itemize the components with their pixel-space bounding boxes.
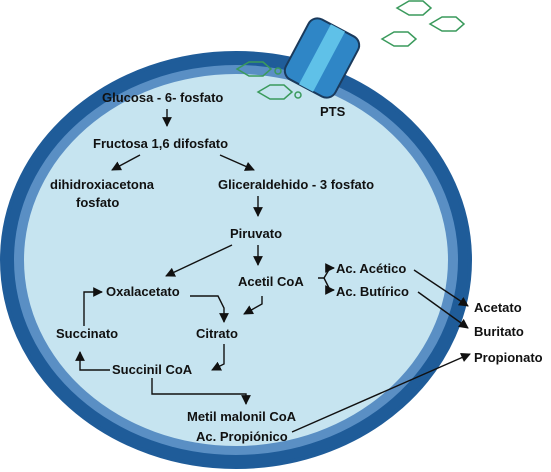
glucose-molecule-icon (395, 0, 433, 16)
arrow (323, 277, 335, 295)
label-propionate: Propionato (474, 350, 543, 365)
bond-dot (294, 91, 302, 99)
arrow (190, 295, 229, 323)
glucose-molecule-icon (428, 16, 466, 32)
label-acetate: Acetato (474, 300, 522, 315)
label-pts: PTS (320, 104, 346, 119)
label-glyceraldehyde-3-phosphate: Gliceraldehido - 3 fosfato (218, 177, 374, 192)
bond-dot (274, 67, 282, 75)
label-glucose-6-phosphate: Glucosa - 6- fosfato (102, 90, 223, 105)
glucose-molecule-icon (256, 84, 294, 100)
arrow (413, 269, 469, 307)
label-acetic-acid: Ac. Acético (336, 261, 406, 276)
arrow (318, 263, 335, 279)
arrow (83, 287, 103, 326)
arrow (165, 244, 233, 277)
cytoplasm (24, 74, 448, 446)
arrow (417, 291, 469, 329)
label-dhap-line1: dihidroxiacetona (50, 177, 155, 192)
glucose-molecule-icon (235, 61, 273, 77)
label-oxaloacetate: Oxalacetato (106, 284, 180, 299)
label-butyric-acid: Ac. Butírico (336, 284, 409, 299)
label-succinyl-coa: Succinil CoA (112, 362, 193, 377)
label-citrate: Citrato (196, 326, 238, 341)
label-propionic-acid: Ac. Propiónico (196, 429, 288, 444)
arrow (291, 353, 471, 433)
label-methylmalonyl-coa: Metil malonil CoA (187, 409, 297, 424)
arrow (151, 378, 251, 405)
label-butyrate: Buritato (474, 324, 524, 339)
label-fructose-1-6-bisphosphate: Fructosa 1,6 difosfato (93, 136, 228, 151)
arrow (111, 154, 141, 171)
label-dhap-line2: fosfato (76, 195, 119, 210)
arrow (219, 154, 255, 171)
arrow (75, 351, 110, 371)
pts-transporter-icon (283, 17, 361, 99)
label-succinate: Succinato (56, 326, 118, 341)
arrow (211, 344, 225, 371)
glucose-molecule-icon (380, 31, 418, 47)
arrow (243, 296, 263, 315)
label-acetyl-coa: Acetil CoA (238, 274, 304, 289)
label-pyruvate: Piruvato (230, 226, 282, 241)
